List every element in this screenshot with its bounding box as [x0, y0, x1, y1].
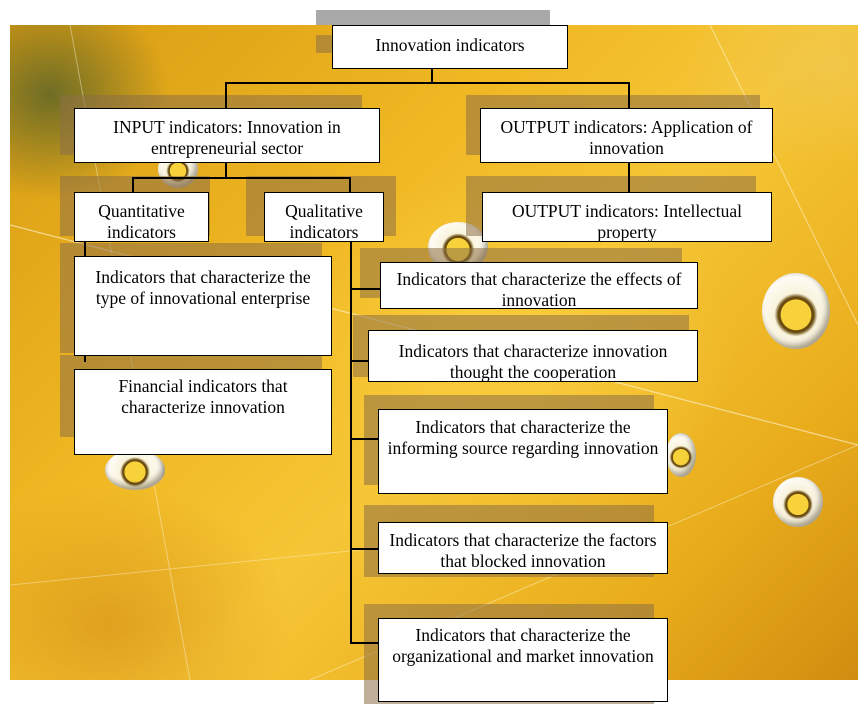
qualitative-child-label: Indicators that characterize the effects… — [396, 269, 682, 309]
qualitative-child-node: Indicators that characterize the factors… — [378, 522, 668, 574]
quantitative-child-label: Indicators that characterize the type of… — [95, 267, 311, 308]
root-node: Innovation indicators — [332, 25, 568, 69]
connector-line — [225, 82, 227, 110]
output-property-label: OUTPUT indicators: Intellectual property — [511, 201, 743, 242]
water-drop-decoration — [773, 477, 823, 527]
connector-line — [132, 177, 350, 179]
qualitative-child-label: Indicators that characterize the organiz… — [392, 625, 654, 666]
connector-line — [628, 162, 630, 193]
quantitative-child-label: Financial indicators that characterize i… — [118, 376, 288, 417]
quantitative-child-node: Indicators that characterize the type of… — [74, 256, 332, 356]
connector-line — [628, 82, 630, 110]
connector-line — [225, 82, 629, 84]
quantitative-child-node: Financial indicators that characterize i… — [74, 369, 332, 455]
qualitative-child-node: Indicators that characterize the informi… — [378, 409, 668, 494]
connector-line — [350, 548, 380, 550]
connector-line — [349, 177, 351, 193]
qualitative-child-label: Indicators that characterize the factors… — [389, 530, 657, 571]
connector-line — [350, 360, 370, 362]
qualitative-child-node: Indicators that characterize the effects… — [380, 262, 698, 309]
connector-line — [350, 242, 352, 642]
root-node-label: Innovation indicators — [375, 35, 525, 55]
water-drop-decoration — [762, 273, 830, 349]
connector-line — [132, 177, 134, 193]
output-application-node: OUTPUT indicators: Application of innova… — [480, 108, 773, 163]
quantitative-label: Quantitative indicators — [98, 201, 185, 242]
qualitative-node: Qualitative indicators — [264, 192, 384, 242]
input-indicators-node: INPUT indicators: Innovation in entrepre… — [74, 108, 380, 163]
connector-line — [350, 288, 380, 290]
qualitative-child-label: Indicators that characterize the informi… — [387, 417, 659, 458]
water-drop-decoration — [105, 450, 165, 490]
connector-line — [431, 68, 433, 83]
connector-line — [350, 642, 380, 644]
quantitative-node: Quantitative indicators — [74, 192, 209, 242]
water-drop-decoration — [666, 433, 696, 477]
qualitative-child-node: Indicators that characterize innovation … — [368, 330, 698, 382]
qualitative-child-node: Indicators that characterize the organiz… — [378, 618, 668, 702]
output-property-node: OUTPUT indicators: Intellectual property — [482, 192, 772, 242]
qualitative-child-label: Indicators that characterize innovation … — [398, 341, 668, 382]
connector-line — [350, 438, 380, 440]
output-application-label: OUTPUT indicators: Application of innova… — [500, 117, 753, 158]
qualitative-label: Qualitative indicators — [285, 201, 363, 242]
connector-line — [225, 162, 227, 178]
input-indicators-label: INPUT indicators: Innovation in entrepre… — [113, 117, 341, 158]
